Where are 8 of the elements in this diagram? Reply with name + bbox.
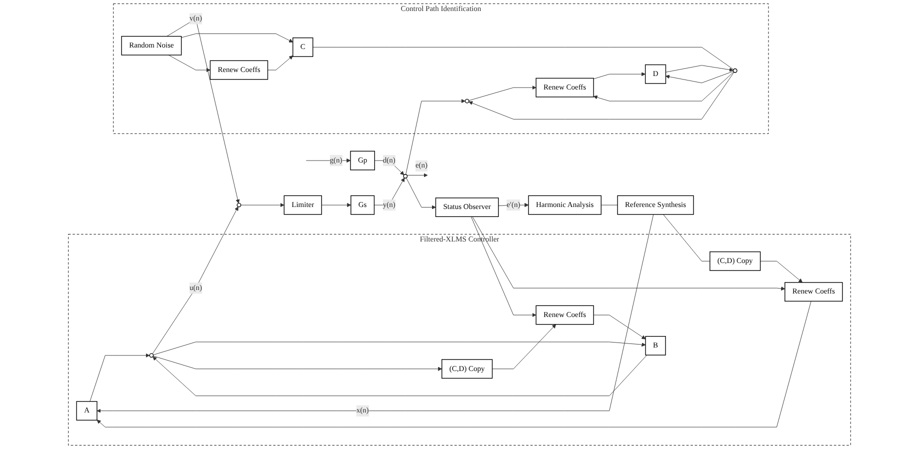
- connector-line: [663, 214, 710, 262]
- summing-junction: [732, 68, 738, 73]
- summing-junction: [403, 174, 408, 178]
- summing-junction: [464, 98, 470, 104]
- connector-line: [600, 204, 618, 206]
- summing-junction: [149, 353, 154, 358]
- summing-junction: [236, 202, 242, 208]
- connector-line: [312, 46, 734, 70]
